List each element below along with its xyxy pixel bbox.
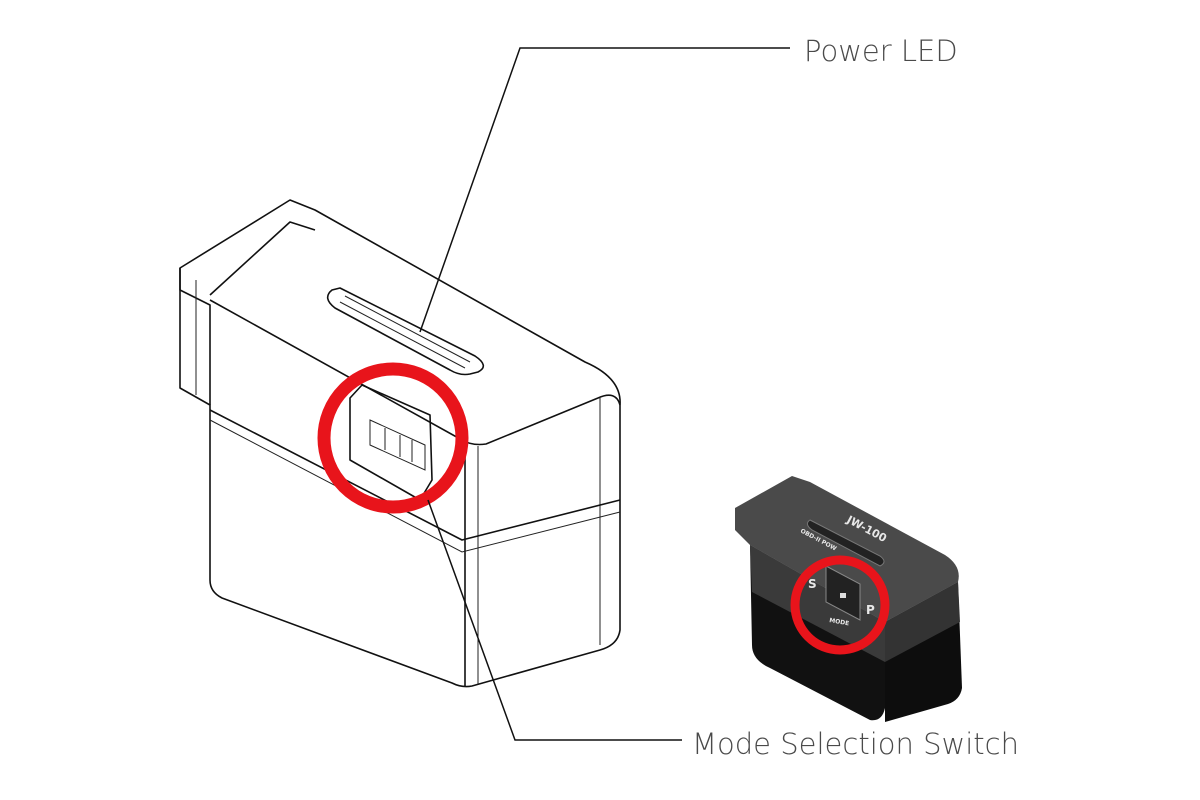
device-mark-p: P xyxy=(866,603,875,617)
device-photo: JW-100 OBD-II POW S P MODE xyxy=(735,476,962,722)
leader-line-power-led xyxy=(419,47,790,333)
line-drawing-device xyxy=(179,199,621,688)
label-mode-selection-switch: Mode Selection Switch xyxy=(692,727,1019,761)
highlight-circle-photo-switch xyxy=(790,555,890,655)
device-mark-s: S xyxy=(808,577,817,591)
highlight-circle-mode-switch xyxy=(317,362,469,514)
leader-line-mode-switch xyxy=(427,499,682,741)
label-power-led: Power LED xyxy=(804,34,958,68)
device-switch-label: MODE xyxy=(829,617,850,627)
